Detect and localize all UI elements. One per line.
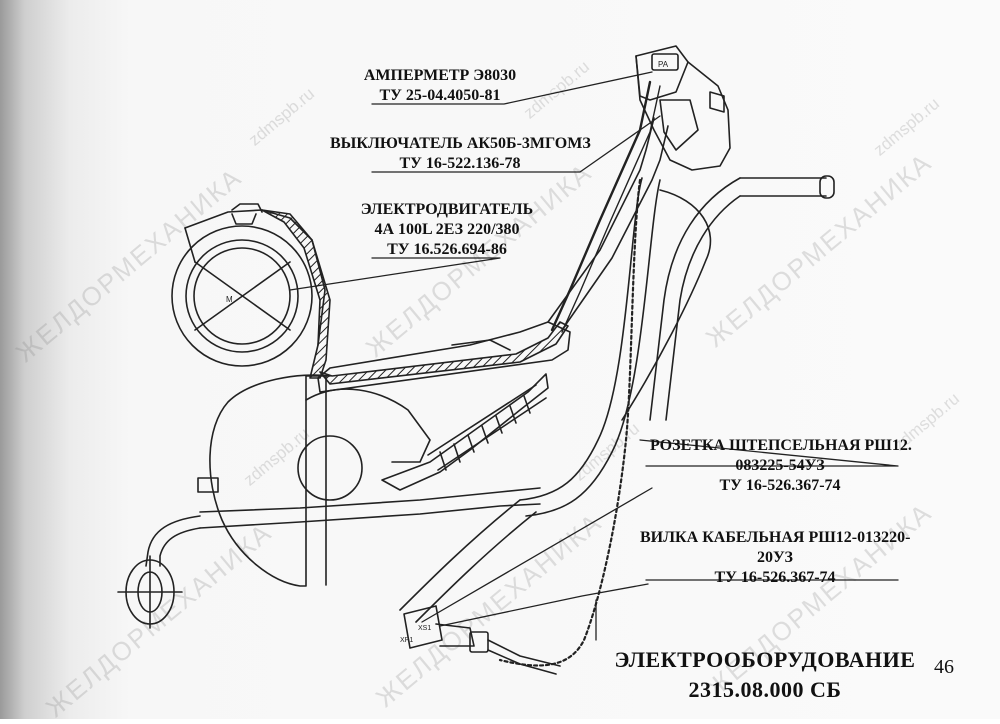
plug-xs-text: XS1 bbox=[418, 625, 431, 632]
title-main: ЭЛЕКТРООБОРУДОВАНИЕ bbox=[614, 647, 916, 672]
callout-socket-name: РОЗЕТКА ШТЕПСЕЛЬНАЯ РШ12. bbox=[650, 437, 912, 454]
plug-xp-text: XP1 bbox=[400, 637, 413, 644]
leader-lines bbox=[289, 71, 899, 641]
saw-blade bbox=[197, 374, 431, 587]
callout-socket-model: 083225-54УЗ bbox=[735, 457, 825, 474]
box-mark-text: РА bbox=[658, 60, 669, 69]
callout-socket-spec: ТУ 16-526.367-74 bbox=[719, 477, 841, 494]
callout-motor: ЭЛЕКТРОДВИГАТЕЛЬ 4А 100L 2ЕЗ 220/380 ТУ … bbox=[352, 200, 542, 260]
page-title: ЭЛЕКТРООБОРУДОВАНИЕ 2315.08.000 СБ bbox=[610, 645, 920, 705]
cable-channel bbox=[319, 321, 569, 385]
callout-switch-name: ВЫКЛЮЧАТЕЛЬ АК50Б-3МГОМЗ bbox=[330, 135, 591, 152]
front-wheel bbox=[117, 555, 183, 629]
callout-ammeter-name: АМПЕРМЕТР Э8030 bbox=[363, 67, 517, 84]
motor-mark-text: М bbox=[226, 295, 233, 304]
cable-upper bbox=[550, 80, 652, 332]
title-code: 2315.08.000 СБ bbox=[688, 677, 842, 702]
cable-lower bbox=[498, 178, 642, 667]
callout-plug-model: 20УЗ bbox=[757, 549, 793, 566]
callout-switch-spec: ТУ 16-522.136-78 bbox=[399, 155, 521, 172]
callout-motor-spec: ТУ 16.526.694-86 bbox=[387, 241, 507, 258]
callout-plug-name: ВИЛКА КАБЕЛЬНАЯ РШ12-013220- bbox=[640, 529, 911, 546]
page-number: 46 bbox=[934, 656, 954, 678]
callout-switch: ВЫКЛЮЧАТЕЛЬ АК50Б-3МГОМЗ ТУ 16-522.136-7… bbox=[330, 134, 591, 174]
callout-plug-spec: ТУ 16-526.367-74 bbox=[714, 569, 836, 586]
control-box bbox=[635, 45, 731, 171]
callout-socket: РОЗЕТКА ШТЕПСЕЛЬНАЯ РШ12. 083225-54УЗ ТУ… bbox=[650, 436, 912, 496]
lever-arm bbox=[317, 321, 571, 491]
callout-motor-name: ЭЛЕКТРОДВИГАТЕЛЬ bbox=[360, 201, 534, 218]
callout-motor-model: 4А 100L 2ЕЗ 220/380 bbox=[374, 221, 520, 238]
plug-socket bbox=[403, 605, 561, 675]
callout-ammeter-spec: ТУ 25-04.4050-81 bbox=[379, 87, 501, 104]
callout-plug: ВИЛКА КАБЕЛЬНАЯ РШ12-013220- 20УЗ ТУ 16-… bbox=[640, 528, 910, 588]
frame-tubes bbox=[145, 117, 835, 623]
callout-ammeter: АМПЕРМЕТР Э8030 ТУ 25-04.4050-81 bbox=[360, 66, 520, 106]
motor-guard bbox=[261, 209, 331, 379]
